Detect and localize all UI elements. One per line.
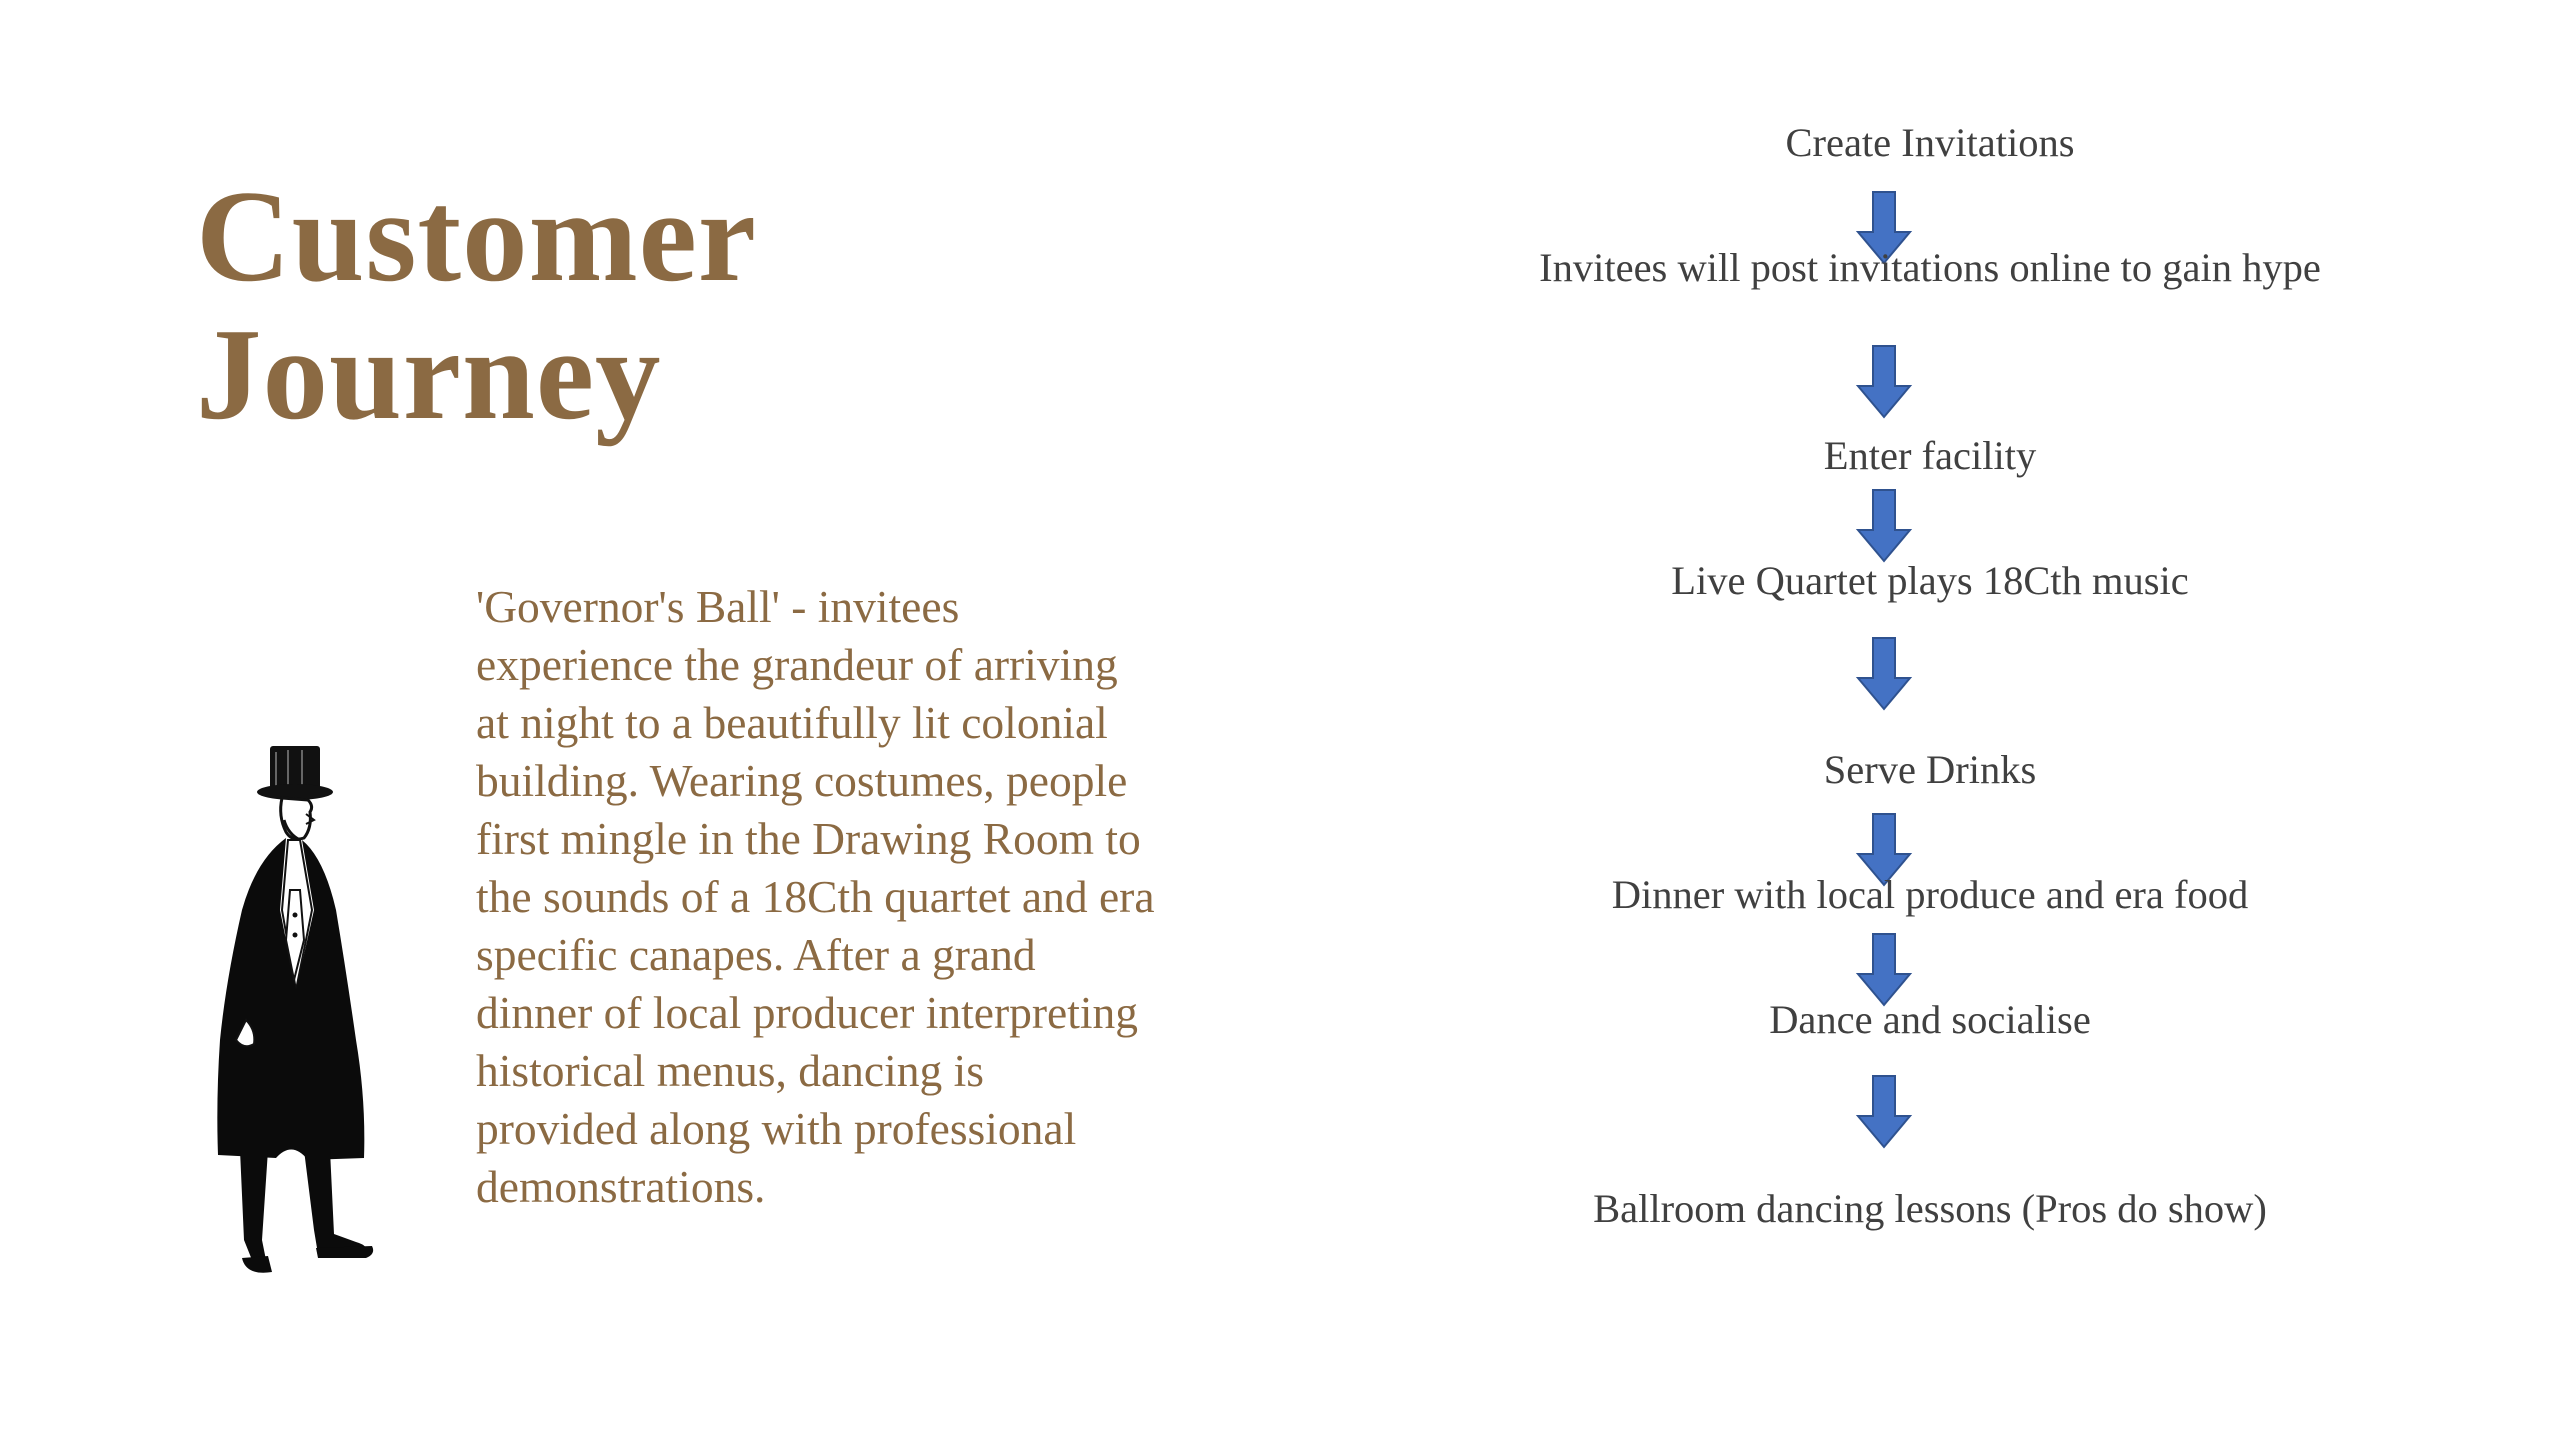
flow-step-serve-drinks: Serve Drinks — [1823, 747, 2037, 792]
slide-title: Customer Journey — [196, 168, 757, 444]
down-arrow-icon — [1855, 190, 1913, 266]
flow-step-ballroom-lessons: Ballroom dancing lessons (Pros do show) — [1593, 1186, 2267, 1231]
customer-journey-flow: Create Invitations Invitees will post in… — [1400, 0, 2460, 1432]
title-line-1: Customer — [196, 164, 757, 309]
down-arrow-icon — [1855, 932, 1913, 1008]
flow-step-enter-facility: Enter facility — [1823, 433, 2037, 478]
down-arrow-icon — [1855, 636, 1913, 712]
flow-step-dinner: Dinner with local produce and era food — [1611, 872, 2249, 917]
flow-step-dance-socialise: Dance and socialise — [1769, 997, 2091, 1042]
title-line-2: Journey — [196, 302, 662, 447]
down-arrow-icon — [1855, 812, 1913, 888]
flow-step-live-quartet: Live Quartet plays 18Cth music — [1671, 558, 2189, 603]
flow-step-post-invitations: Invitees will post invitations online to… — [1539, 245, 2321, 290]
flow-step-create-invitations: Create Invitations — [1785, 120, 2075, 165]
down-arrow-icon — [1855, 344, 1913, 420]
down-arrow-icon — [1855, 488, 1913, 564]
down-arrow-icon — [1855, 1074, 1913, 1150]
description-text: 'Governor's Ball' - invitees experience … — [476, 581, 1155, 1212]
gentleman-top-hat-icon — [196, 740, 396, 1280]
